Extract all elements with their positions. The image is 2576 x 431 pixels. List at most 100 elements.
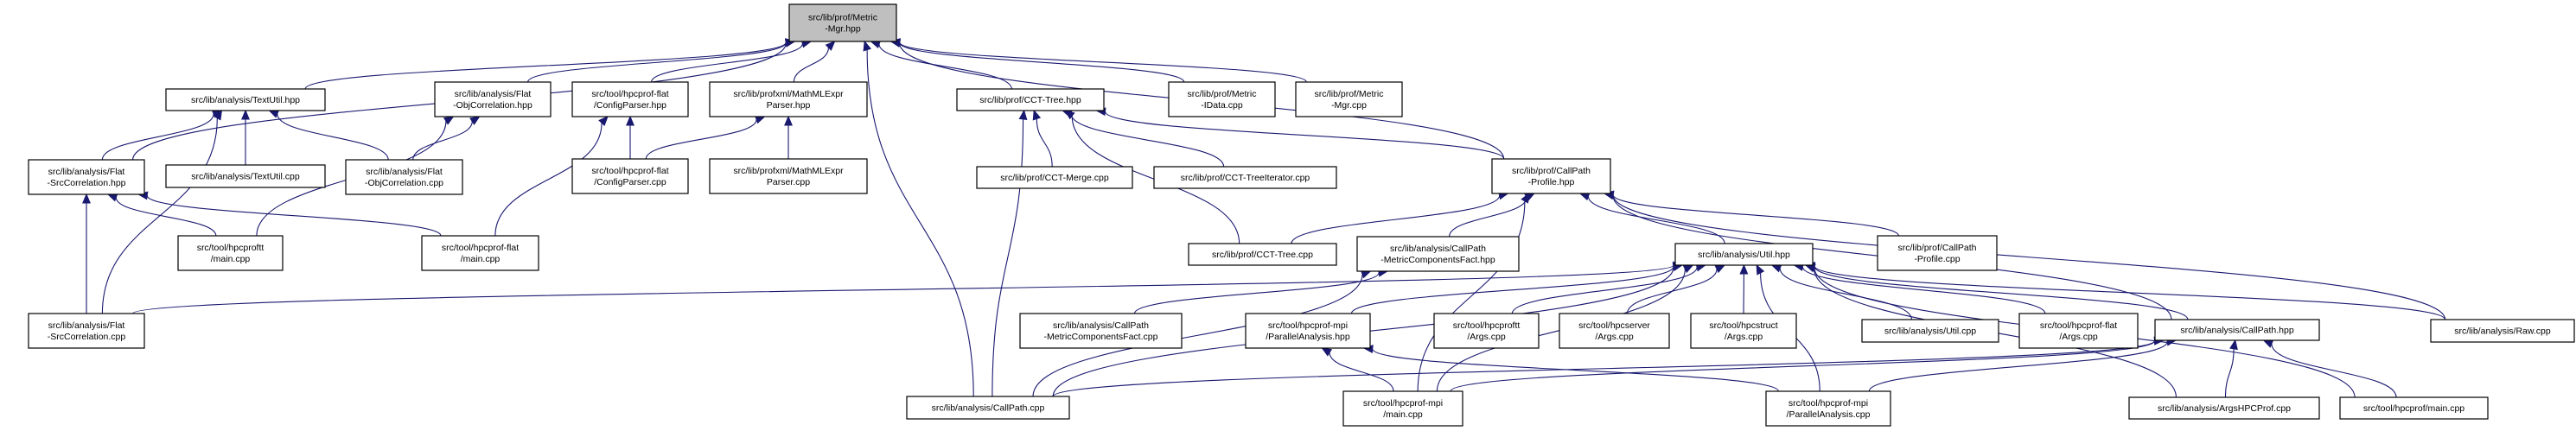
node-box[interactable]: [1861, 319, 1999, 343]
node-label: src/lib/analysis/CallPath.hpp: [2180, 326, 2293, 336]
node-box[interactable]: [1342, 390, 1463, 427]
node-raw-cpp[interactable]: src/lib/analysis/Raw.cpp: [2430, 319, 2575, 343]
node-box[interactable]: [1188, 243, 1337, 266]
edge-proftt_args_cpp-to-util_hpp: [1511, 267, 1698, 314]
edge-callpath_cpp-to-ccttree_hpp: [992, 118, 1024, 397]
node-proftt-args-cpp[interactable]: src/tool/hpcproftt/Args.cpp: [1433, 313, 1540, 349]
node-box[interactable]: [709, 158, 868, 194]
node-hpcprof-main-cpp[interactable]: src/tool/hpcprof/main.cpp: [2339, 396, 2489, 420]
node-box[interactable]: [345, 159, 463, 195]
node-box[interactable]: [1765, 390, 1891, 427]
node-textutil-hpp[interactable]: src/lib/analysis/TextUtil.hpp: [165, 88, 326, 111]
node-root[interactable]: src/lib/prof/Metric-Mgr.hpp: [788, 3, 897, 42]
node-configparser-hpp[interactable]: src/tool/hpcprof-flat/ConfigParser.hpp: [571, 81, 689, 117]
node-cctmerge-cpp[interactable]: src/lib/prof/CCT-Merge.cpp: [976, 166, 1133, 189]
node-box[interactable]: [571, 158, 689, 194]
node-label: src/lib/prof/CCT-Tree.hpp: [979, 95, 1081, 105]
edge-mcf_hpp-to-cpprofile_hpp: [1449, 197, 1527, 238]
node-box[interactable]: [2154, 319, 2320, 341]
node-flatsrc-hpp[interactable]: src/lib/analysis/Flat-SrcCorrelation.hpp: [28, 159, 145, 195]
node-label: -Profile.cpp: [1914, 254, 1960, 264]
node-box[interactable]: [1559, 313, 1670, 349]
node-callpath-cpp[interactable]: src/lib/analysis/CallPath.cpp: [906, 396, 1070, 420]
node-cpprofile-cpp[interactable]: src/lib/prof/CallPath-Profile.cpp: [1877, 235, 1998, 271]
node-box[interactable]: [956, 88, 1105, 111]
node-label: src/lib/analysis/TextUtil.cpp: [191, 172, 300, 182]
node-box[interactable]: [28, 313, 145, 349]
node-mcf-hpp[interactable]: src/lib/analysis/CallPath-MetricComponen…: [1356, 236, 1520, 272]
edge-parallel_hpp-to-util_hpp: [1350, 266, 1674, 314]
node-box[interactable]: [1153, 166, 1337, 189]
node-box[interactable]: [2430, 319, 2575, 343]
node-util-hpp[interactable]: src/lib/analysis/Util.hpp: [1674, 243, 1814, 266]
node-mcf-cpp[interactable]: src/lib/analysis/CallPath-MetricComponen…: [1019, 313, 1183, 349]
arrowhead-icon: [1032, 109, 1042, 121]
node-box[interactable]: [709, 81, 868, 117]
node-box[interactable]: [1245, 313, 1371, 349]
node-label: src/lib/profxml/MathMLExpr: [733, 89, 844, 99]
node-parallel-hpp[interactable]: src/tool/hpcprof-mpi/ParallelAnalysis.hp…: [1245, 313, 1371, 349]
node-metricidata-cpp[interactable]: src/lib/prof/Metric-IData.cpp: [1168, 81, 1276, 117]
node-flatobj-cpp[interactable]: src/lib/analysis/Flat-ObjCorrelation.cpp: [345, 159, 463, 195]
node-textutil-cpp[interactable]: src/lib/analysis/TextUtil.cpp: [165, 164, 326, 188]
node-proftt-main-cpp[interactable]: src/tool/hpcproftt/main.cpp: [177, 235, 284, 271]
node-util-cpp[interactable]: src/lib/analysis/Util.cpp: [1861, 319, 1999, 343]
node-label: src/tool/hpcserver: [1578, 320, 1650, 331]
node-label: src/tool/hpcprof-mpi: [1789, 398, 1868, 409]
node-box[interactable]: [2018, 313, 2139, 349]
node-parallel-cpp[interactable]: src/tool/hpcprof-mpi/ParallelAnalysis.cp…: [1765, 390, 1891, 427]
node-ccttree-hpp[interactable]: src/lib/prof/CCT-Tree.hpp: [956, 88, 1105, 111]
arrowhead-icon: [106, 193, 118, 202]
edge-argshpcprof_cpp-to-callpath_hpp: [2224, 348, 2235, 398]
node-label: src/lib/analysis/Flat: [455, 89, 532, 99]
node-box[interactable]: [2128, 396, 2320, 420]
node-configparser-cpp[interactable]: src/tool/hpcprof-flat/ConfigParser.cpp: [571, 158, 689, 194]
node-cpprofile-hpp[interactable]: src/lib/prof/CallPath-Profile.hpp: [1491, 158, 1611, 194]
node-box[interactable]: [976, 166, 1133, 189]
node-flatobj-hpp[interactable]: src/lib/analysis/Flat-ObjCorrelation.hpp: [434, 81, 552, 117]
node-label: /Args.cpp: [1467, 332, 1506, 342]
edge-flat_main_cpp-to-flatsrc_hpp: [146, 195, 442, 237]
edge-raw_cpp-to-util_hpp: [1814, 265, 2446, 320]
node-box[interactable]: [1877, 235, 1998, 271]
node-box[interactable]: [1433, 313, 1540, 349]
edge-flatsrc_hpp-to-textutil_hpp: [101, 113, 214, 161]
node-label: -ObjCorrelation.hpp: [453, 100, 532, 111]
node-server-args-cpp[interactable]: src/tool/hpcserver/Args.cpp: [1559, 313, 1670, 349]
node-box[interactable]: [1295, 81, 1403, 117]
node-argshpcprof-cpp[interactable]: src/lib/analysis/ArgsHPCProf.cpp: [2128, 396, 2320, 420]
node-box[interactable]: [571, 81, 689, 117]
node-box[interactable]: [1690, 313, 1797, 349]
node-ccttreeiter-cpp[interactable]: src/lib/prof/CCT-TreeIterator.cpp: [1153, 166, 1337, 189]
node-flatsrc-cpp[interactable]: src/lib/analysis/Flat-SrcCorrelation.cpp: [28, 313, 145, 349]
node-ccttree-cpp[interactable]: src/lib/prof/CCT-Tree.cpp: [1188, 243, 1337, 266]
node-flat-main-cpp[interactable]: src/tool/hpcprof-flat/main.cpp: [421, 235, 539, 271]
node-struct-args-cpp[interactable]: src/tool/hpcstruct/Args.cpp: [1690, 313, 1797, 349]
node-label: Parser.hpp: [767, 100, 811, 111]
node-box[interactable]: [1168, 81, 1276, 117]
node-box[interactable]: [1491, 158, 1611, 194]
node-box[interactable]: [1674, 243, 1814, 266]
node-metricmgr-cpp[interactable]: src/lib/prof/Metric-Mgr.cpp: [1295, 81, 1403, 117]
edge-mcf_cpp-to-mcf_hpp: [1133, 272, 1380, 314]
node-box[interactable]: [421, 235, 539, 271]
node-callpath-hpp[interactable]: src/lib/analysis/CallPath.hpp: [2154, 319, 2320, 341]
node-box[interactable]: [434, 81, 552, 117]
node-box[interactable]: [1356, 236, 1520, 272]
node-box[interactable]: [165, 164, 326, 188]
node-label: src/lib/analysis/CallPath: [1390, 244, 1486, 254]
node-box[interactable]: [28, 159, 145, 195]
node-label: src/tool/hpcstruct: [1709, 320, 1777, 331]
node-box[interactable]: [1019, 313, 1183, 349]
node-mpi-main-cpp[interactable]: src/tool/hpcprof-mpi/main.cpp: [1342, 390, 1463, 427]
node-box[interactable]: [788, 3, 897, 42]
node-label: -Mgr.hpp: [825, 24, 861, 35]
node-box[interactable]: [2339, 396, 2489, 420]
node-label: /ConfigParser.cpp: [594, 177, 666, 187]
node-box[interactable]: [906, 396, 1070, 420]
node-flat-args-cpp[interactable]: src/tool/hpcprof-flat/Args.cpp: [2018, 313, 2139, 349]
node-box[interactable]: [165, 88, 326, 111]
node-box[interactable]: [177, 235, 284, 271]
